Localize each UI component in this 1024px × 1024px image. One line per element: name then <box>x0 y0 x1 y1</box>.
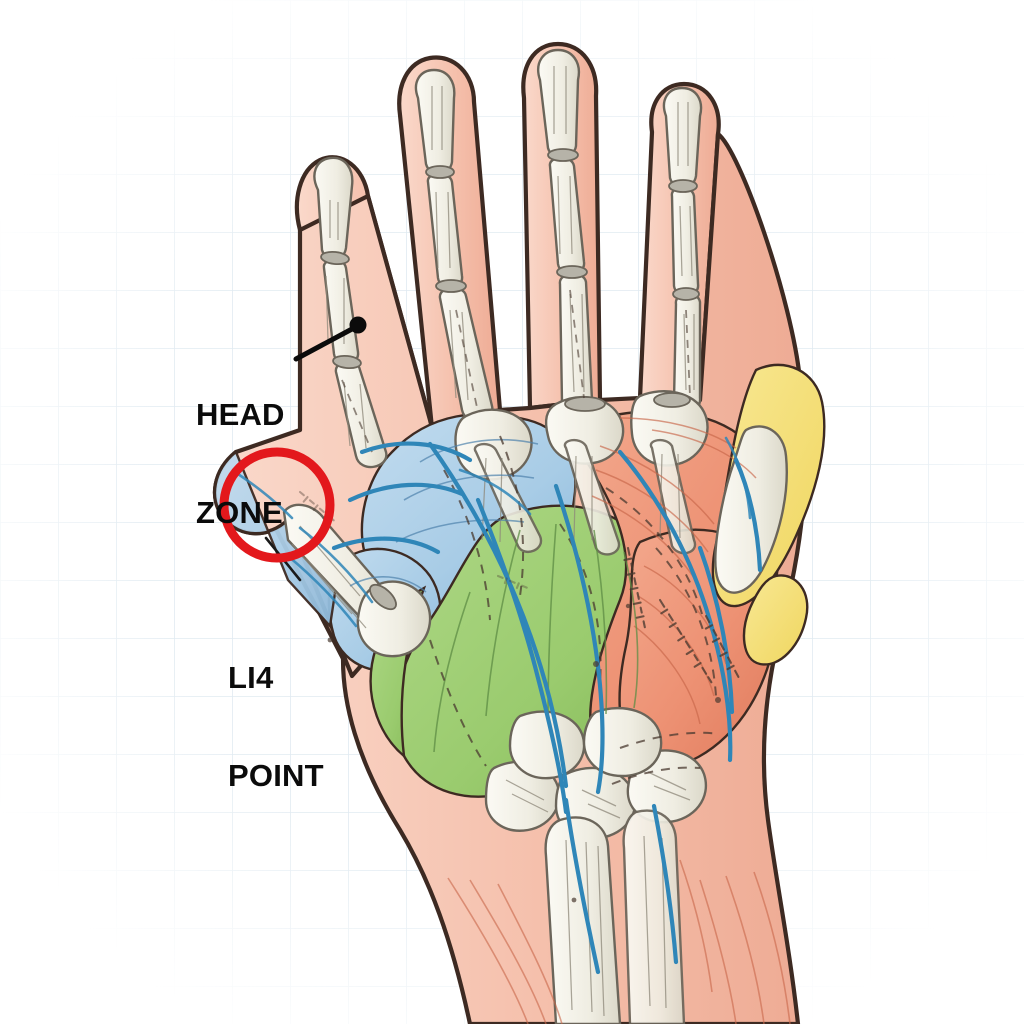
joint-surfaces <box>320 148 700 611</box>
zone-texture-lines <box>349 438 639 753</box>
red-highlight-circle <box>219 447 335 563</box>
faint-sketch-text <box>298 490 740 684</box>
finger-dashed-axes <box>341 289 691 453</box>
head-zone-pointer <box>293 316 367 362</box>
forearm-muscle-striations <box>447 859 791 1024</box>
muscle-striations <box>591 417 757 725</box>
head-zone-label: HEAD ZONE <box>196 333 285 596</box>
pointer-dot <box>349 316 367 334</box>
head-zone-label-line2: ZONE <box>196 495 283 531</box>
li4-label-line2: POINT <box>228 758 324 794</box>
li4-label-line1: LI4 <box>228 659 274 695</box>
small-vessel-branches <box>236 436 752 628</box>
head-zone-label-line1: HEAD <box>196 396 285 432</box>
li4-point-label: LI4 POINT <box>228 596 324 859</box>
dashed-guide-lines <box>429 435 721 785</box>
sketch-ink-dots <box>327 603 721 903</box>
